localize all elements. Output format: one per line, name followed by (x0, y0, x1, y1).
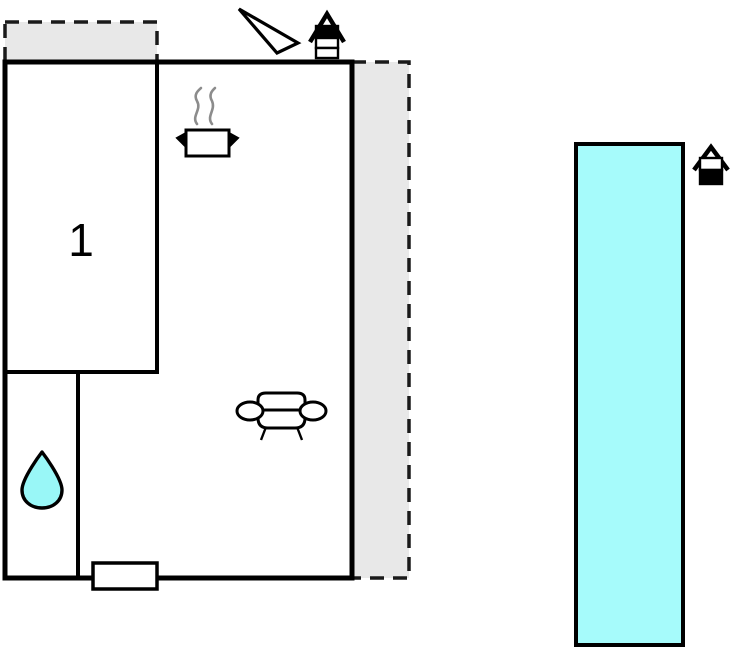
entrance-door[interactable] (91, 561, 159, 591)
water-drop-icon (20, 450, 64, 510)
sofa-leg-right (295, 426, 304, 441)
sofa-leg-left (259, 426, 268, 441)
north-arrow-shape (237, 7, 302, 55)
building-3-floor-middle (314, 36, 340, 50)
sofa-backrest (256, 391, 307, 412)
balcony-top-left[interactable] (3, 20, 159, 64)
building-2-floor-top (698, 156, 724, 172)
sofa-seat (256, 408, 307, 430)
balcony-right[interactable] (350, 60, 411, 580)
building-3-floor-bottom (314, 46, 340, 60)
terrace-block[interactable] (574, 142, 685, 647)
steam-line-right (208, 86, 217, 126)
entrance-door-group[interactable] (91, 561, 159, 591)
terrace-level-indicator-icon[interactable] (692, 143, 730, 186)
pot-body (184, 128, 231, 158)
building-2-floor-bottom-active (698, 168, 724, 186)
sofa-arm-left (235, 400, 265, 422)
interior-walls-group (5, 62, 159, 578)
steam-line-left (193, 86, 203, 126)
north-arrow-icon (237, 7, 302, 55)
room-number-label-1: 1 (68, 214, 94, 266)
cooking-pot-icon (175, 86, 240, 158)
balconies-group (3, 20, 411, 580)
apartment-outer-wall[interactable] (2, 59, 355, 581)
building-3-floor-top-active (314, 24, 340, 40)
sofa-arm-right (298, 400, 328, 422)
building-level-indicator-icon[interactable] (308, 9, 346, 60)
sofa-icon (235, 391, 328, 441)
water-drop-shape (20, 450, 64, 510)
terrace-group (574, 142, 685, 647)
